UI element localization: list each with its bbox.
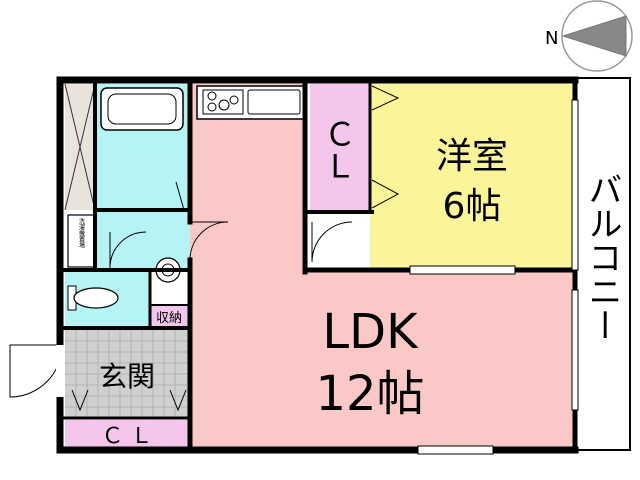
laundry-area — [67, 214, 96, 268]
storage-room — [150, 305, 190, 328]
closet-western — [310, 84, 370, 210]
entrance-label: 玄関 — [99, 360, 155, 393]
western-room-label: 洋室 — [436, 136, 508, 177]
compass-needle-icon — [561, 15, 627, 57]
western-room — [370, 84, 575, 270]
closet-entrance — [65, 420, 190, 448]
balcony — [574, 77, 631, 451]
closet-entrance-label: Ｃ Ｌ — [102, 424, 153, 449]
storage-label: 収納 — [156, 311, 182, 326]
closet-door-marks — [71, 85, 400, 412]
toilet-icon — [67, 285, 119, 311]
western-room-size: 6帖 — [443, 186, 502, 227]
ldk-label: LDK — [322, 304, 419, 360]
compass-north-label: N — [545, 28, 558, 49]
balcony-label: バルコニー — [582, 172, 622, 342]
ldk-room — [190, 84, 575, 448]
closet-western-label: ＣＬ — [319, 118, 357, 182]
compass: N — [545, 0, 633, 72]
door-swings — [9, 221, 353, 398]
ldk-size: 12帖 — [315, 366, 424, 422]
kitchen-sink — [247, 89, 301, 115]
laundry-label: 洗濯機置場 — [78, 217, 85, 249]
windows — [56, 99, 579, 455]
